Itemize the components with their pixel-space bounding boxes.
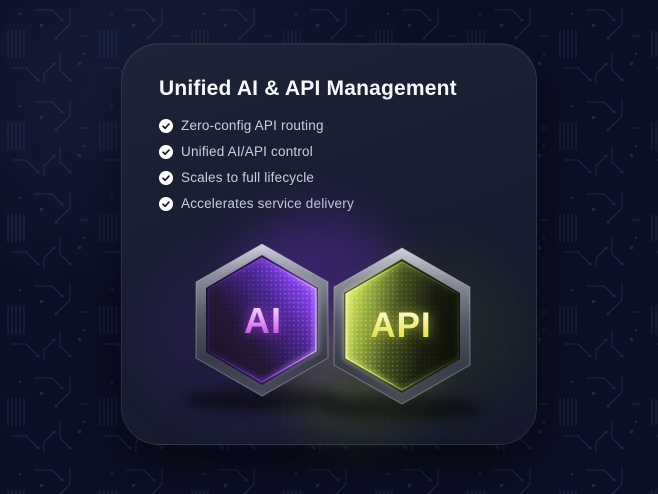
- feature-item: Zero-config API routing: [159, 118, 354, 133]
- feature-card: Unified AI & API Management Zero-config …: [121, 43, 537, 445]
- check-circle-icon: [159, 170, 173, 185]
- feature-item: Accelerates service delivery: [159, 196, 354, 211]
- feature-label: Scales to full lifecycle: [181, 170, 315, 185]
- feature-list: Zero-config API routing Unified AI/API c…: [159, 118, 354, 211]
- check-circle-icon: [159, 118, 173, 133]
- feature-label: Unified AI/API control: [181, 144, 313, 159]
- feature-item: Unified AI/API control: [159, 144, 354, 159]
- check-circle-icon: [159, 196, 173, 211]
- feature-label: Accelerates service delivery: [181, 196, 354, 211]
- check-circle-icon: [159, 144, 173, 159]
- feature-label: Zero-config API routing: [181, 118, 324, 133]
- feature-item: Scales to full lifecycle: [159, 170, 354, 185]
- card-title: Unified AI & API Management: [159, 77, 457, 100]
